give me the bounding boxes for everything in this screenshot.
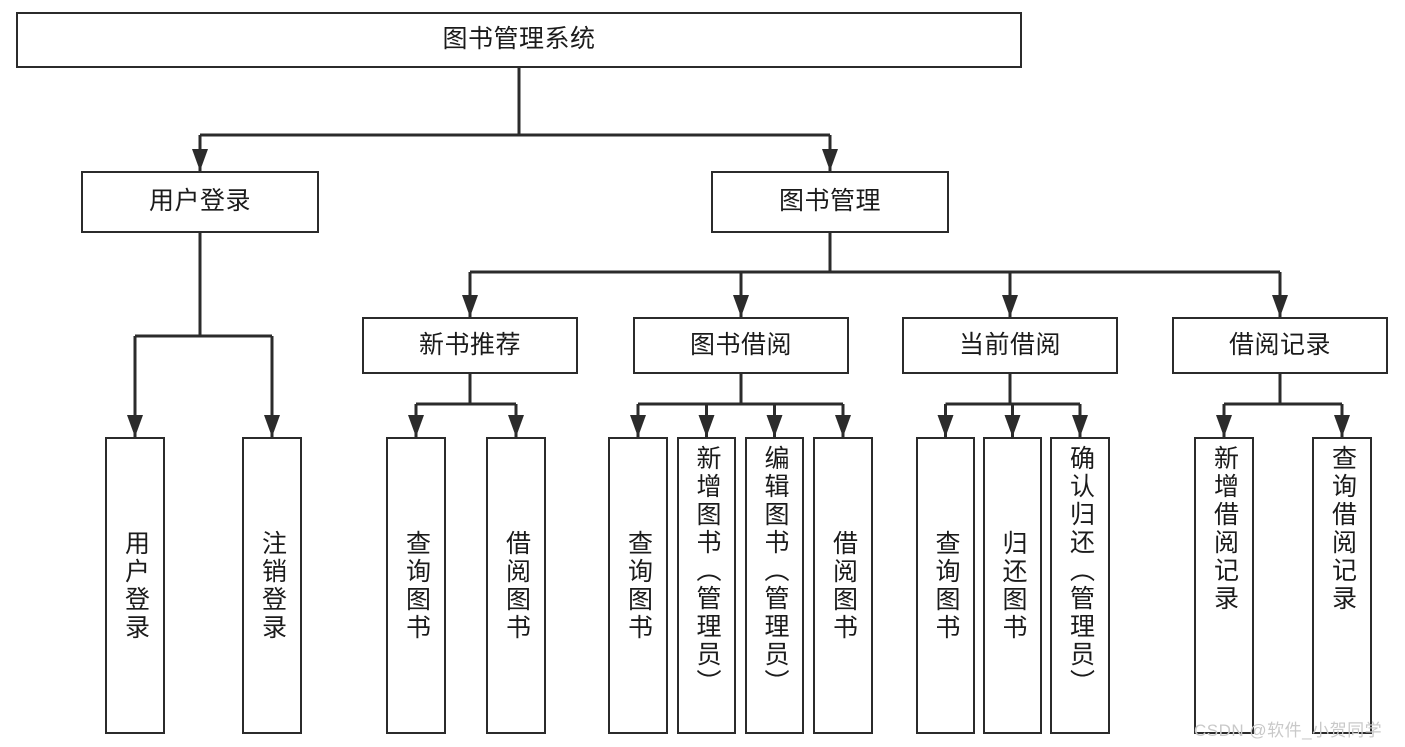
csdn-watermark: CSDN @软件_小贺同学 [1194,721,1383,740]
node-label-book-borrow: 图书借阅 [689,330,792,359]
node-leaf-query-record[interactable]: 查询借阅记录 [1312,437,1372,734]
node-label-leaf-edit-book: 编辑图书（管理员） [761,445,789,697]
arrowhead [1216,415,1232,437]
node-label-leaf-logout: 注销登录 [258,529,287,642]
node-current-borrow[interactable]: 当前借阅 [902,317,1118,374]
node-label-user-login: 用户登录 [148,187,251,216]
node-label-book-management: 图书管理 [778,187,881,216]
node-label-leaf-user-login: 用户登录 [121,529,150,642]
arrowhead [1072,415,1088,437]
arrowhead [462,295,478,317]
node-label-current-borrow: 当前借阅 [958,330,1061,359]
node-label-leaf-borrow-book: 借阅图书 [829,529,858,642]
arrowhead [698,415,715,437]
node-label-root: 图书管理系统 [442,25,596,54]
node-label-leaf-borrow-book-rec: 借阅图书 [502,529,531,642]
node-borrow-record[interactable]: 借阅记录 [1172,317,1388,374]
node-leaf-query-book-rec[interactable]: 查询图书 [386,437,446,734]
node-user-login[interactable]: 用户登录 [81,171,319,233]
arrowhead [1004,415,1021,437]
arrowhead [1334,415,1350,437]
node-leaf-return-book[interactable]: 归还图书 [983,437,1042,734]
node-label-leaf-add-book: 新增图书（管理员） [693,445,721,697]
node-label-borrow-record: 借阅记录 [1228,330,1331,359]
arrowhead [835,415,851,437]
node-root[interactable]: 图书管理系统 [16,12,1022,68]
node-leaf-query-book-current[interactable]: 查询图书 [916,437,975,734]
node-label-leaf-confirm-return: 确认归还（管理员） [1066,445,1095,697]
node-book-management[interactable]: 图书管理 [711,171,949,233]
arrowhead [766,415,783,437]
arrowhead [1002,295,1018,317]
node-leaf-query-book-borrow[interactable]: 查询图书 [608,437,668,734]
node-leaf-borrow-book[interactable]: 借阅图书 [813,437,873,734]
node-leaf-add-book[interactable]: 新增图书（管理员） [677,437,736,734]
node-leaf-borrow-book-rec[interactable]: 借阅图书 [486,437,546,734]
node-book-borrow[interactable]: 图书借阅 [633,317,849,374]
arrowhead [408,415,424,437]
node-new-book-recommend[interactable]: 新书推荐 [362,317,578,374]
node-leaf-user-login[interactable]: 用户登录 [105,437,165,734]
arrowhead [127,415,143,437]
arrowhead [822,149,838,171]
node-label-leaf-query-book-current: 查询图书 [932,529,960,642]
arrowhead [192,149,208,171]
node-label-leaf-add-record: 新增借阅记录 [1210,445,1239,613]
arrowhead [1272,295,1288,317]
arrowhead [508,415,524,437]
arrowhead [630,415,646,437]
node-label-new-book-recommend: 新书推荐 [418,330,521,359]
arrowhead [937,415,954,437]
arrowhead [264,415,280,437]
node-leaf-add-record[interactable]: 新增借阅记录 [1194,437,1254,734]
node-label-leaf-return-book: 归还图书 [999,529,1027,642]
node-leaf-confirm-return[interactable]: 确认归还（管理员） [1050,437,1110,734]
node-leaf-logout[interactable]: 注销登录 [242,437,302,734]
node-leaf-edit-book[interactable]: 编辑图书（管理员） [745,437,804,734]
node-label-leaf-query-book-borrow: 查询图书 [624,529,653,642]
node-label-leaf-query-book-rec: 查询图书 [402,529,431,642]
node-label-leaf-query-record: 查询借阅记录 [1328,445,1357,613]
arrowhead [733,295,749,317]
